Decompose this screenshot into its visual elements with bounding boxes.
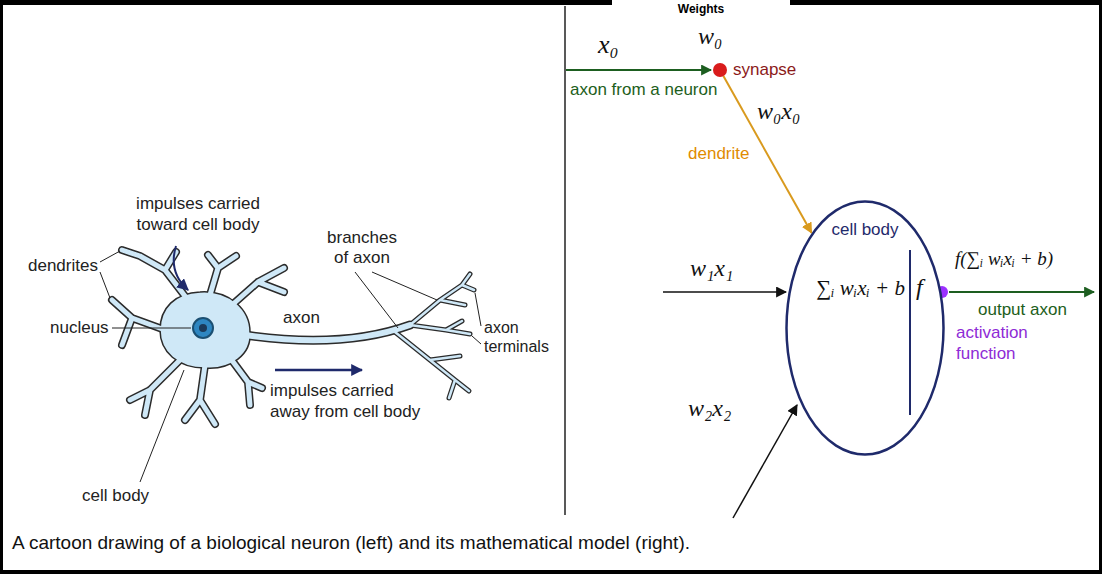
input-arrow-1: [663, 291, 786, 293]
sum-formula: ∑ᵢ wᵢxᵢ + b: [816, 276, 905, 301]
weighted-input: w₁x₁: [690, 255, 733, 282]
axon-branch-outline: [395, 274, 474, 398]
leader-lines-part: [475, 293, 481, 326]
synapse-node: w₀synapse: [713, 63, 727, 77]
part-label: dendrites: [28, 256, 98, 276]
input-axon-label: axon from a neuron: [570, 80, 717, 100]
weighted-input: w₀x₀: [757, 98, 800, 125]
part-label: cell body: [82, 486, 149, 506]
impulse-in-label: impulses carried toward cell body: [128, 193, 268, 235]
part-label: axon: [283, 308, 320, 328]
frame-right: [1099, 0, 1102, 574]
synapse-label: synapse: [733, 60, 796, 80]
dendrite-fill-part: [232, 268, 284, 305]
dendrite-fill-part: [112, 300, 165, 345]
weighted-input: w₂x₂: [688, 395, 731, 422]
axon-outline: [245, 325, 410, 340]
dendrite-outline-part: [185, 365, 215, 424]
cell-body-label: cell body: [831, 220, 898, 240]
frame-left: [0, 0, 3, 574]
dendrite-outline-part: [228, 355, 262, 405]
impulse-out-label: impulses carried away from cell body: [270, 380, 430, 422]
leader-lines-part: [112, 328, 191, 329]
nucleus-shape: [193, 318, 213, 338]
dendrite-outline-part: [122, 250, 188, 300]
dendrite-outline-part: [130, 360, 180, 415]
output-axon-arrow: [949, 291, 1094, 293]
impulse-arrow-out: [275, 369, 362, 372]
node-outline: [713, 63, 727, 77]
header-label: Weights: [612, 0, 790, 19]
activation-divider: [909, 250, 911, 415]
leader-lines-part: [140, 370, 184, 482]
leader-lines-part: [372, 272, 437, 300]
divider-line: [564, 6, 566, 515]
part-label: nucleus: [50, 318, 109, 338]
axon-branch-fill: [395, 274, 474, 398]
input-arrow-2: [733, 405, 797, 518]
output-formula: f(∑ᵢ wᵢxᵢ + b): [955, 248, 1053, 270]
figure-caption: A cartoon drawing of a biological neuron…: [12, 532, 690, 554]
dendrite-fill-part: [208, 255, 236, 295]
cell-body-node: cell body ∑ᵢ wᵢxᵢ + b f: [785, 200, 945, 456]
leader-lines-part: [100, 272, 110, 298]
dendrite-outline-part: [232, 268, 284, 305]
cell-body-ellipse: [787, 202, 944, 455]
synapse-dot: [713, 63, 727, 77]
neuron-illustration: [112, 250, 474, 424]
activation-symbol: f: [916, 274, 923, 301]
frame-bottom: [0, 570, 1102, 574]
dendrite-fill-part: [130, 360, 180, 415]
leader-lines-part: [100, 251, 120, 262]
dendrite-outline-part: [208, 255, 236, 295]
leader-lines-part: [472, 336, 481, 344]
frame-top: [0, 0, 1102, 5]
dendrite-outline-part: [112, 300, 165, 345]
leader-lines: [100, 251, 481, 482]
edge-label: dendrite: [686, 144, 751, 164]
nucleus-core: [199, 324, 207, 332]
weight-symbol: w₀: [698, 23, 722, 50]
dendrite-fill-part: [228, 355, 262, 405]
input-symbol: x₀: [598, 30, 619, 60]
part-label: branches of axon: [322, 228, 402, 268]
dendrite-fill-part: [185, 365, 215, 424]
activation-label: activation function: [956, 322, 1044, 364]
output-axon-label: output axon: [978, 300, 1067, 320]
dendrite-fill-part: [122, 250, 188, 300]
impulse-arrow-in: [174, 246, 188, 290]
part-label: axon terminals: [484, 318, 562, 356]
axon-fill: [245, 325, 410, 340]
input-axon-arrow: [566, 69, 711, 71]
